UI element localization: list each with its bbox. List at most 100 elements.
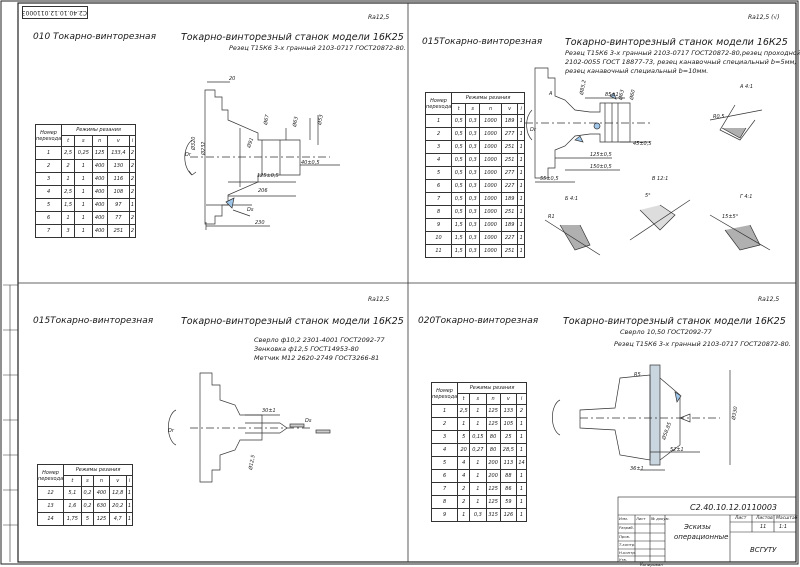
- p4-dim-36: 36±1: [630, 466, 644, 472]
- table-cell: 2: [516, 404, 527, 418]
- title-block-role-doc: № докум.: [651, 516, 670, 521]
- table-cell: 400: [91, 224, 108, 238]
- p1-dim-230: 230: [255, 220, 265, 226]
- p2-dim-15deg: 15±5°: [722, 214, 739, 220]
- p1-table-title: Режимы резания: [61, 124, 136, 136]
- table-cell: 1: [517, 114, 525, 128]
- title-block-org: ВСГУТУ: [750, 546, 777, 554]
- table-cell: 86: [499, 482, 518, 496]
- table-cell: 0,5: [451, 166, 467, 180]
- table-cell: 1: [430, 404, 459, 418]
- p4-tool-line-1: Сверло 10,50 ГОСТ2092-77: [620, 328, 712, 336]
- title-block-lines: [617, 496, 797, 563]
- table-cell: 0,3: [465, 127, 481, 141]
- p2-tool-line-2: 2102-0055 ГОСТ 18877-73, резец канавочны…: [565, 58, 797, 66]
- p2-label-a: А: [548, 91, 553, 97]
- table-cell: 1: [457, 417, 471, 431]
- table-cell: 400: [93, 486, 110, 500]
- p2-col-v: v: [500, 103, 519, 115]
- table-cell: 251: [500, 205, 519, 219]
- table-cell: 5: [34, 198, 63, 212]
- table-cell: 6: [34, 211, 63, 225]
- p3-dim-30: 30±1: [262, 408, 276, 414]
- table-cell: 8: [424, 205, 453, 219]
- p1-mode-table: Номер перехода Режимы резания t s n v i …: [34, 124, 137, 238]
- table-cell: 14: [36, 512, 65, 526]
- p1-dim-d232: Ø232: [200, 142, 207, 156]
- p2-col-n: n: [479, 103, 502, 115]
- table-cell: 251: [500, 140, 519, 154]
- table-cell: 3: [34, 172, 63, 186]
- table-cell: 251: [500, 153, 519, 167]
- table-cell: 0,5: [451, 192, 467, 206]
- table-cell: 1: [516, 482, 527, 496]
- table-cell: 80: [485, 443, 501, 457]
- table-cell: 2: [457, 495, 471, 509]
- table-cell: 0,25: [74, 146, 93, 160]
- p1-tool-line: Резец Т15К6 3-х гранный 2103-0717 ГОСТ20…: [229, 44, 406, 52]
- table-cell: 0,3: [465, 192, 481, 206]
- table-cell: 3: [430, 430, 459, 444]
- table-cell: 1000: [479, 140, 502, 154]
- table-cell: 7: [424, 192, 453, 206]
- table-cell: 2: [34, 159, 63, 173]
- p1-part-sketch: [184, 81, 340, 230]
- table-cell: 0,27: [469, 443, 487, 457]
- p3-tool-line-3: Метчик М12 2620-2749 ГОСТ3266-81: [254, 354, 380, 362]
- table-cell: 6: [430, 469, 459, 483]
- p2-dr: Dr: [530, 127, 537, 133]
- table-cell: 400: [91, 172, 108, 186]
- p2-col-s: s: [465, 103, 481, 115]
- table-cell: 4: [457, 469, 471, 483]
- p1-dim-206: 206: [258, 188, 268, 194]
- table-cell: 3: [61, 224, 76, 238]
- p2-dim-45: 45±0,5: [633, 141, 652, 147]
- table-cell: 130: [106, 159, 130, 173]
- table-cell: 1,5: [451, 231, 467, 245]
- table-cell: 1: [469, 469, 487, 483]
- p4-roughness: Ra12,5: [758, 296, 780, 303]
- table-cell: 5: [80, 512, 95, 526]
- table-cell: 1000: [479, 166, 502, 180]
- table-cell: 105: [499, 417, 518, 431]
- table-cell: 10: [424, 231, 453, 245]
- table-cell: 125: [485, 495, 501, 509]
- table-cell: 1: [469, 417, 487, 431]
- p4-tool-line-2: Резец Т15К6 3-х гранный 2103-0717 ГОСТ20…: [614, 340, 791, 348]
- table-cell: 1: [517, 218, 525, 232]
- table-cell: 125: [485, 404, 501, 418]
- p2-tool-line-1: Резец Т15К6 3-х гранный 2103-0717 ГОСТ20…: [565, 49, 800, 57]
- table-cell: 125: [91, 146, 108, 160]
- table-cell: 4: [457, 456, 471, 470]
- p2-dim-r1: R1: [548, 214, 555, 220]
- table-cell: 227: [500, 231, 519, 245]
- p1-dim-d67: Ø67: [262, 113, 271, 126]
- table-cell: 3: [424, 140, 453, 154]
- table-cell: 1000: [479, 231, 502, 245]
- p2-dim-125: 125±0,5: [590, 152, 612, 158]
- table-cell: 1: [34, 146, 63, 160]
- table-cell: 1: [517, 166, 525, 180]
- title-block-code: С2.40.10.12.0110003: [690, 503, 778, 512]
- p1-roughness: Ra12,5: [368, 14, 390, 21]
- p2-dim-55: 55±0,5: [540, 176, 559, 182]
- p1-col-v: v: [106, 135, 130, 147]
- title-block-role-utv: Утв.: [619, 557, 627, 562]
- p2-view-g: Г 4:1: [740, 194, 752, 200]
- table-cell: 0,5: [451, 140, 467, 154]
- title-block-scale: 1:1: [779, 524, 788, 530]
- p1-col-s: s: [74, 135, 93, 147]
- p3-table-title: Режимы резания: [63, 464, 133, 476]
- table-cell: 1: [517, 192, 525, 206]
- p3-operation-title: 015Токарно-винторезная: [33, 316, 154, 326]
- p3-roughness: Ra12,5: [368, 296, 390, 303]
- table-cell: 0,3: [465, 231, 481, 245]
- table-cell: 0,2: [80, 486, 95, 500]
- table-cell: 251: [106, 224, 130, 238]
- title-block-role-nkontr: Н.контр.: [619, 550, 636, 555]
